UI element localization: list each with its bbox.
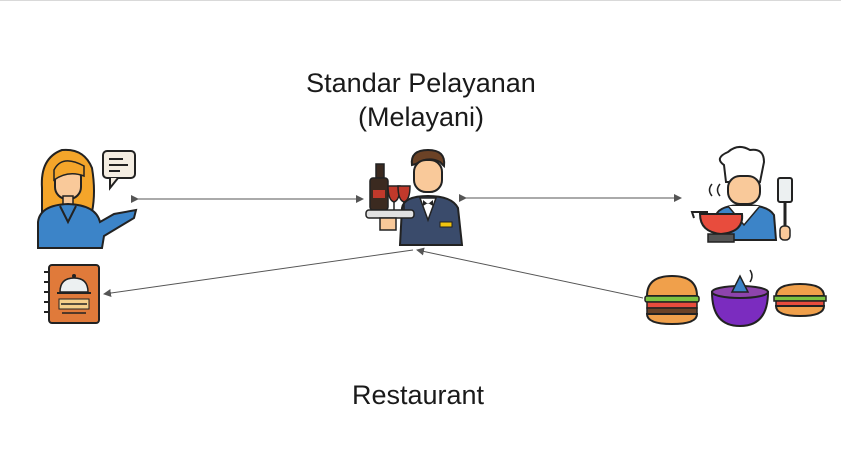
arrow-food-waiter [416, 247, 644, 299]
customer-icon [37, 148, 138, 249]
diagram-title: Standar Pelayanan (Melayani) [250, 66, 592, 134]
arrow-waiter-menu [103, 249, 414, 297]
top-divider [0, 0, 841, 1]
chef-icon [690, 146, 793, 243]
menu-book-icon [44, 264, 100, 324]
footer-label: Restaurant [351, 380, 485, 410]
sandwich-icon [773, 282, 827, 318]
title-line-2: (Melayani) [357, 102, 485, 132]
title-line-1: Standar Pelayanan [306, 68, 536, 98]
burger-icon [644, 274, 700, 326]
soup-bowl-icon [710, 269, 770, 328]
waiter-icon [365, 148, 464, 246]
